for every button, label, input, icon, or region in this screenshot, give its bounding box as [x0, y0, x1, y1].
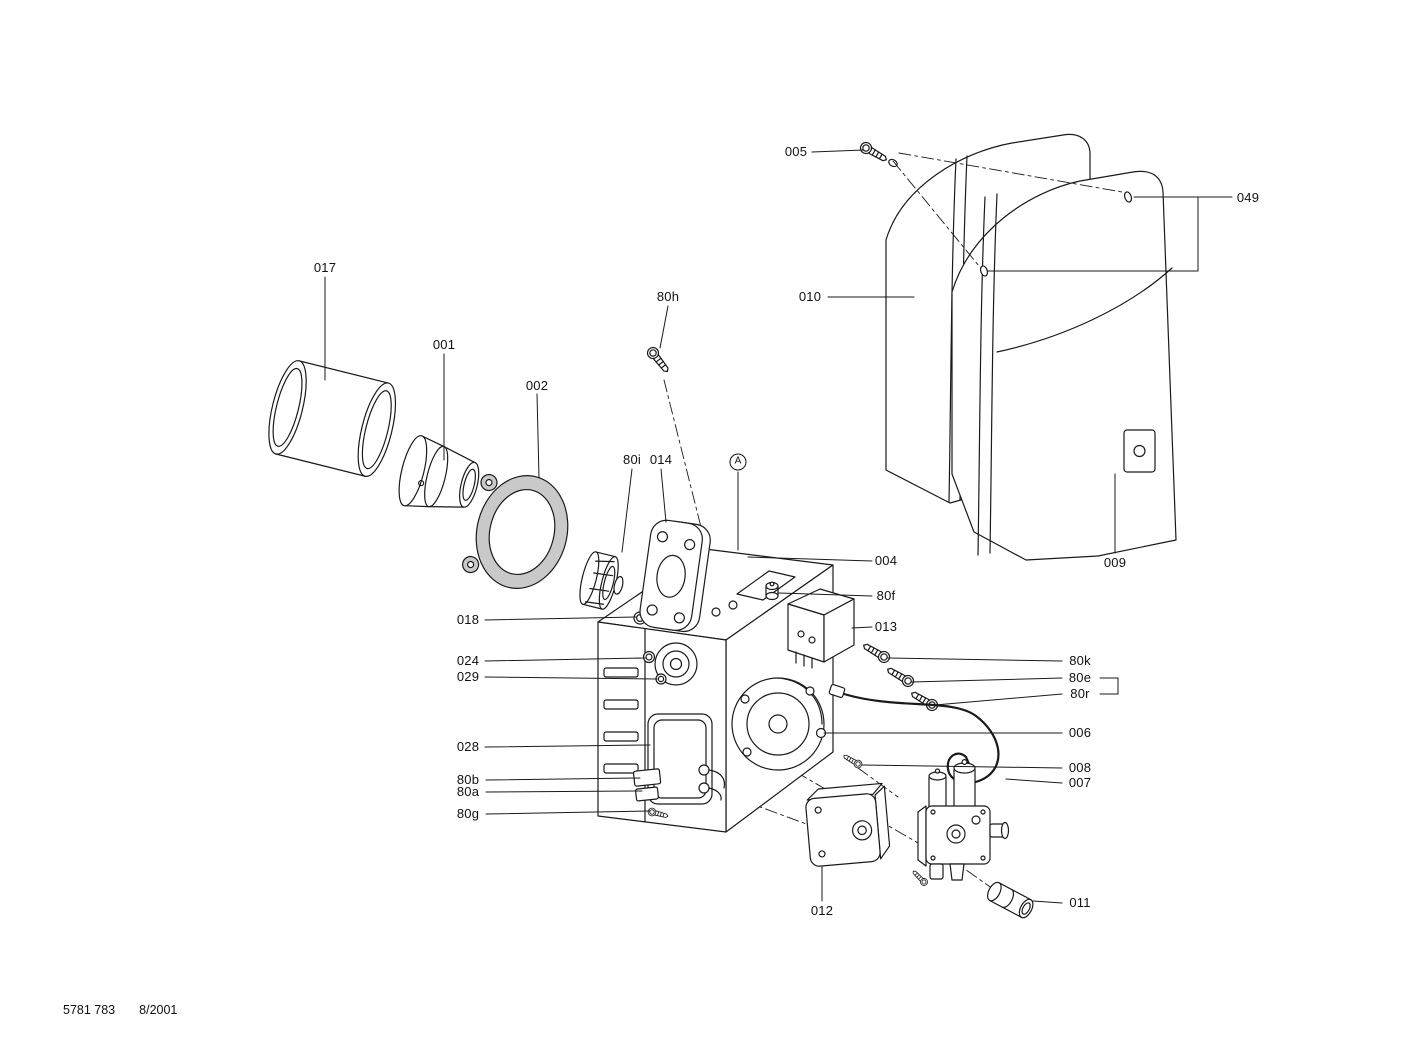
document-date: 8/2001 [139, 1003, 178, 1017]
screws-80k-80e-80r [860, 639, 941, 714]
fan-scroll [731, 677, 827, 771]
cover-screw-005 [857, 139, 898, 168]
cover-latch-button [1123, 429, 1156, 473]
nut-024 [642, 650, 656, 664]
gasket-002 [462, 473, 569, 589]
screw-80h [644, 344, 673, 376]
sensor-80f [765, 581, 779, 601]
fan-wheel-80i [579, 551, 624, 610]
bracket-80b-80a [632, 768, 662, 802]
control-box-012 [805, 782, 891, 867]
document-number: 5781 783 [63, 1003, 116, 1017]
valve-coil-large [953, 758, 976, 811]
burner-housing-004 [597, 548, 834, 833]
mounting-flange-014 [639, 519, 711, 633]
gas-valve-group [910, 758, 1010, 888]
footer: 5781 783 8/2001 [63, 1003, 177, 1017]
screw-008 [841, 752, 864, 770]
cover-screw-hole-rear [979, 265, 989, 277]
valve-coil-small [928, 768, 947, 811]
leader-lines [324, 149, 1233, 904]
flame-tube-017 [268, 360, 397, 477]
cover-screw-hole-front [1123, 191, 1133, 203]
air-sleeve-001 [398, 435, 480, 508]
ignition-transformer-028 [647, 713, 726, 805]
relay-box-013 [787, 588, 855, 669]
nozzle-011 [986, 881, 1034, 919]
burner-cover-front-009 [951, 170, 1177, 561]
cable-007 [828, 684, 1000, 785]
